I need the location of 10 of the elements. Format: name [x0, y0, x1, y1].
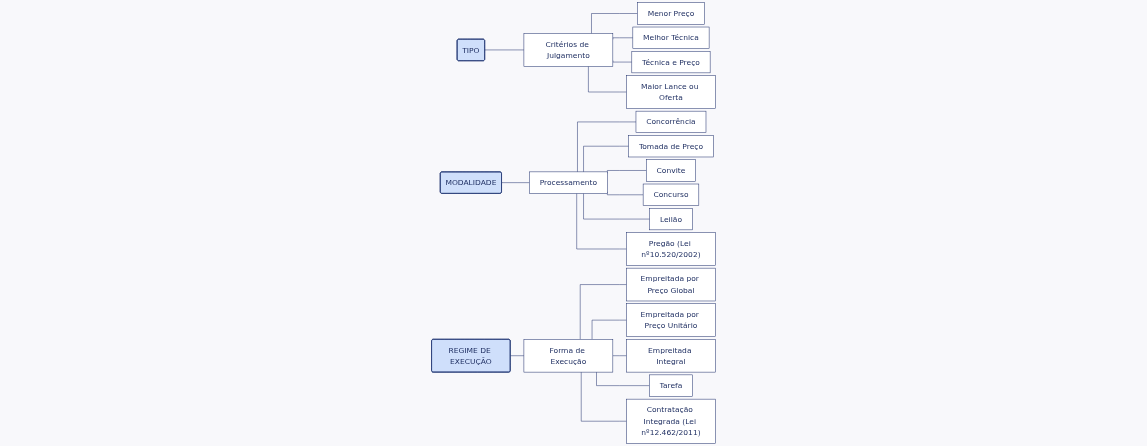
- connector: [583, 193, 650, 220]
- connector: [583, 145, 629, 173]
- connector: [607, 191, 644, 196]
- connector: [577, 121, 637, 173]
- connector: [510, 355, 525, 357]
- connector: [484, 49, 525, 51]
- connector: [607, 170, 647, 174]
- connector: [501, 182, 530, 184]
- connector: [596, 371, 650, 386]
- connector: [588, 66, 627, 93]
